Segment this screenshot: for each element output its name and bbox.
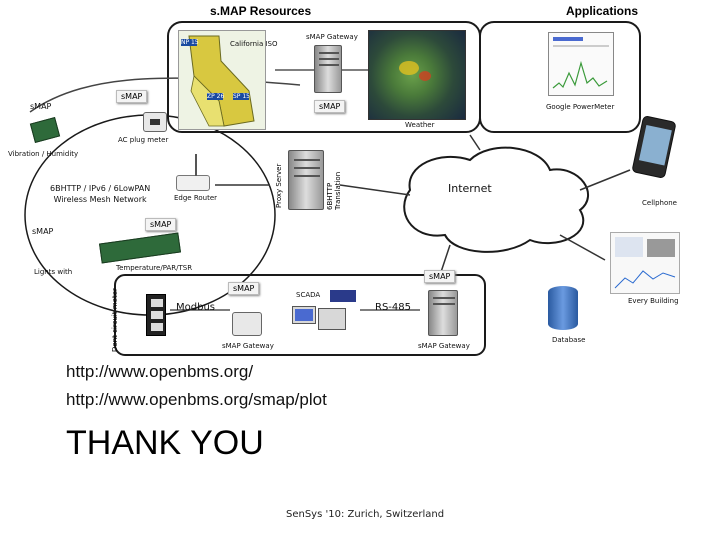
bottom-frame: [114, 274, 486, 356]
google-powermeter-label: Google PowerMeter: [546, 103, 615, 111]
smap-left-badge: sMAP: [116, 90, 148, 103]
internet-cloud: [403, 146, 590, 253]
applications-frame: [479, 21, 641, 133]
mesh-network-label: 6BHTTP / IPv6 / 6LowPAN Wireless Mesh Ne…: [50, 184, 151, 204]
california-map: [178, 30, 266, 130]
internet-to-top-line: [469, 134, 481, 151]
proxy-to-internet-line: [339, 184, 411, 196]
internet-to-building-line: [559, 234, 606, 261]
thank-you-heading: THANK YOU: [66, 424, 264, 462]
smap-gateway-left-label: sMAP Gateway: [222, 342, 274, 350]
openbms-plot-link[interactable]: http://www.openbms.org/smap/plot: [66, 390, 327, 409]
openbms-link[interactable]: http://www.openbms.org/: [66, 362, 254, 381]
lights-with-label: Lights with: [34, 268, 73, 276]
modbus-label: Modbus: [176, 302, 215, 313]
applications-header: Applications: [566, 4, 639, 18]
ac-plug-meter-icon: [143, 112, 167, 132]
every-building-image: [610, 232, 680, 294]
map-region-sp15: SP 15: [233, 93, 250, 100]
smap-gateway-top-label: sMAP Gateway: [306, 33, 358, 41]
edge-router-icon: [176, 154, 210, 191]
resources-header: s.MAP Resources: [210, 4, 312, 18]
map-region-zp26: ZP 26: [207, 93, 225, 100]
smap-gateway-right-label: sMAP Gateway: [418, 342, 470, 350]
temperature-label: Temperature/PAR/TSR: [116, 264, 193, 272]
smap-bottom-left-badge: sMAP: [228, 282, 260, 295]
conference-footer: SenSys '10: Zurich, Switzerland: [286, 509, 445, 520]
dent-meter-icon: [146, 294, 166, 336]
proxy-server-label: Proxy Server: [275, 163, 283, 208]
database-label: Database: [552, 336, 586, 344]
ac-plug-meter-label: AC plug meter: [118, 136, 169, 144]
scada-pc-icon: [318, 308, 346, 330]
database-icon: [548, 286, 578, 330]
vibration-humidity-label: Vibration / Humidity: [8, 150, 79, 158]
proxy-server-icon: [288, 150, 324, 210]
scada-monitor-icon: [292, 306, 316, 324]
internet-to-cellphone-line: [579, 169, 631, 191]
weather-radar-image: [368, 30, 466, 120]
dent-meter-label: Dent circuit meter: [111, 288, 119, 352]
google-powermeter-image: [548, 32, 614, 96]
california-iso-label: California ISO: [230, 40, 278, 48]
gateway-left-icon: [232, 312, 262, 336]
weather-label: Weather: [405, 121, 435, 129]
scada-logo-icon: [330, 290, 356, 302]
scada-label: SCADA: [296, 291, 321, 299]
smap-outer-left-label: sMAP: [30, 102, 52, 111]
gateway-right-server-icon: [428, 290, 458, 336]
smap-bottom-right-badge: sMAP: [424, 270, 456, 283]
map-region-np15: NP 15: [181, 39, 199, 46]
translation-label: 6BHTTP Translation: [326, 171, 342, 210]
smap-mesh-left-label: sMAP: [32, 227, 54, 236]
smap-weather-badge: sMAP: [314, 100, 346, 113]
internet-label: Internet: [448, 182, 492, 195]
cellphone-label: Cellphone: [642, 199, 677, 207]
rs485-label: RS-485: [375, 302, 411, 313]
gateway-server-icon: [314, 45, 342, 93]
edge-router-label: Edge Router: [174, 194, 218, 202]
smap-mesh-badge: sMAP: [145, 218, 177, 231]
every-building-label: Every Building: [628, 297, 679, 305]
